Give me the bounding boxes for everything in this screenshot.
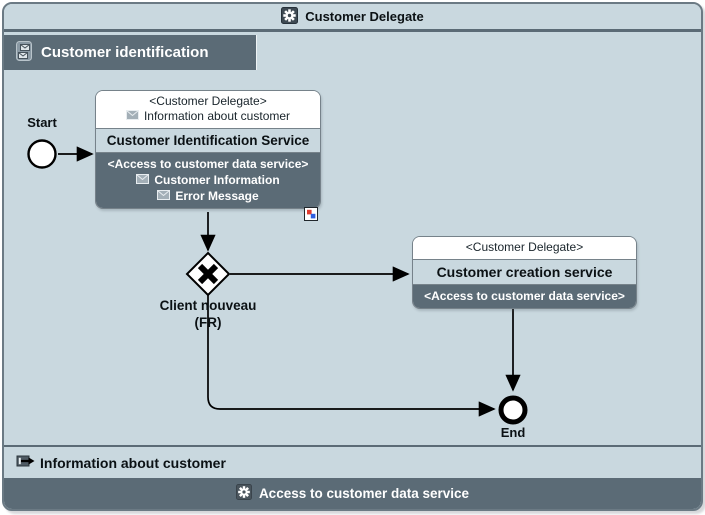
lane-header-customer-identification[interactable]: Customer identification: [4, 35, 257, 70]
service-access-label: Access to customer data service: [258, 486, 470, 501]
start-event-label: Start: [27, 115, 57, 130]
end-event-label: End: [500, 425, 526, 440]
task2-header: <Customer Delegate>: [413, 237, 636, 259]
data-output-icon: [16, 454, 35, 471]
lane-title: Customer identification: [41, 44, 209, 61]
start-event[interactable]: [27, 139, 57, 169]
task1-message-1: Customer Information: [154, 173, 280, 187]
task1-footer: <Access to customer data service> Custom…: [96, 153, 320, 208]
task1-name: Customer Identification Service: [96, 128, 320, 153]
service-access-bar[interactable]: Access to customer data service: [4, 478, 701, 509]
exclusive-gateway[interactable]: [185, 251, 231, 297]
message-envelope-icon: [125, 109, 139, 124]
service-gear-icon: [281, 6, 299, 27]
task2-footer: <Access to customer data service>: [413, 285, 636, 308]
end-event[interactable]: [498, 395, 528, 425]
message-envelope-icon: [136, 172, 150, 188]
message-envelope-icon: [157, 188, 171, 204]
task2-name: Customer creation service: [413, 259, 636, 285]
gateway-label-line1: Client nouveau: [159, 298, 257, 313]
pool-title: Customer Delegate: [305, 9, 424, 24]
task1-input-message: Information about customer: [143, 109, 291, 123]
data-object-row[interactable]: Information about customer: [4, 445, 701, 478]
task1-message-2: Error Message: [175, 189, 259, 203]
connector-marker-icon[interactable]: [304, 207, 318, 226]
data-object-label: Information about customer: [40, 454, 226, 471]
task-customer-identification-service[interactable]: <Customer Delegate> Information about cu…: [95, 90, 321, 209]
task-customer-creation-service[interactable]: <Customer Delegate> Customer creation se…: [412, 236, 637, 309]
gateway-label: Client nouveau (FR): [138, 297, 278, 331]
pool-title-bar[interactable]: Customer Delegate: [4, 4, 701, 32]
service-gear-icon: [235, 484, 252, 503]
task1-header: <Customer Delegate> Information about cu…: [96, 91, 320, 128]
messages-badge-icon: [16, 40, 32, 65]
flow-gateway-to-end[interactable]: [207, 295, 496, 417]
task1-service: <Access to customer data service>: [107, 157, 309, 171]
task2-actor: <Customer Delegate>: [465, 240, 584, 254]
gateway-label-line2: (FR): [194, 315, 222, 330]
diagram-canvas: [27, 139, 528, 425]
task1-actor: <Customer Delegate>: [149, 94, 267, 108]
task2-service: <Access to customer data service>: [424, 289, 625, 303]
